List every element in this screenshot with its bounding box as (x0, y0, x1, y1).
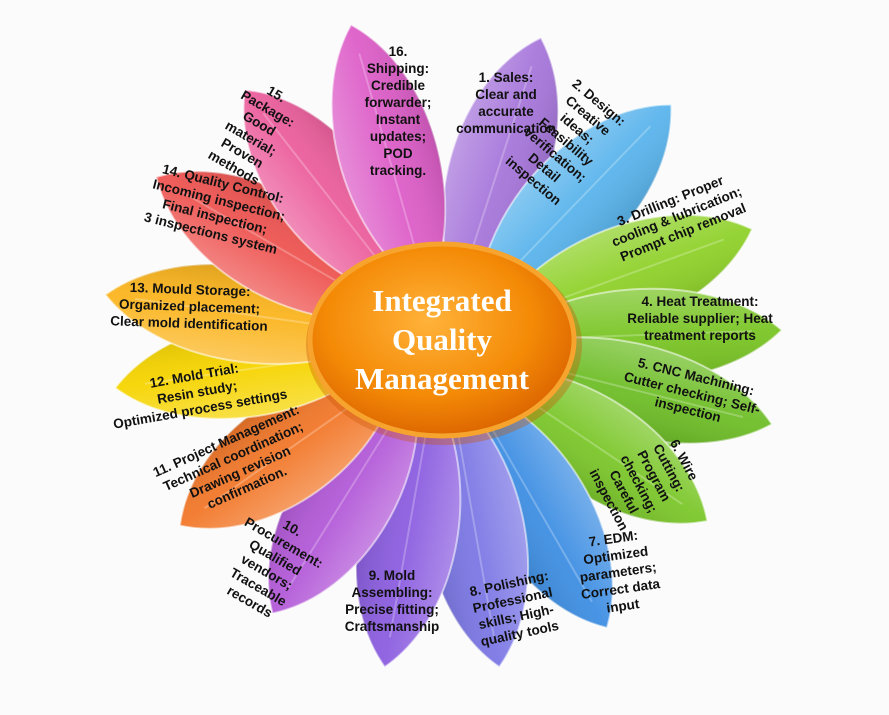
petal-label-line: Clear and (475, 87, 537, 102)
petal-label-line: Instant (376, 112, 421, 127)
petal-label-line: tracking. (370, 163, 426, 178)
petal-label-line: accurate (478, 104, 534, 119)
petal-shade-design (476, 104, 672, 307)
petal-label-line: Credible (371, 78, 426, 93)
petal-label-line: Craftsmanship (345, 619, 440, 634)
petal-label-line: 1. Sales: (479, 70, 534, 85)
petal-shade-edm (463, 385, 613, 628)
petal-label-line: Organized placement; (119, 297, 260, 317)
petal-label-line: communication (456, 121, 556, 136)
petal-label-sales: 1. Sales: Clear and accurate communication (456, 70, 556, 136)
petal-label-line: POD (383, 146, 413, 161)
petal-shade-project-management (179, 369, 402, 529)
petal-label-line: 16. (389, 44, 408, 59)
center-ellipse (307, 241, 577, 439)
center-disc: Integrated Quality Management (306, 241, 582, 445)
petal-label-line: Precise fitting; (345, 602, 439, 617)
petal-label-line: forwarder; (365, 95, 432, 110)
petal-shade-package (243, 89, 412, 303)
petal-label-line: Shipping: (367, 61, 429, 76)
petal-shipping (330, 23, 447, 296)
petal-label-line: Clear mold identification (110, 313, 268, 333)
center-title-line-3: Management (355, 361, 530, 396)
petal-shade-sales (442, 37, 559, 295)
center-title-line-1: Integrated (372, 283, 511, 318)
petal-label-line: Reliable supplier; Heat (627, 311, 773, 326)
petal-label-line: 9. Mold (369, 568, 416, 583)
petal-label-line: 7. EDM: (588, 528, 639, 550)
petal-vein-polishing (451, 400, 496, 638)
petal-label-line: treatment reports (644, 328, 756, 343)
petal-label-line: updates; (370, 129, 426, 144)
petal-label-edm: 7. EDM:Optimizedparameters;Correct datai… (573, 526, 664, 619)
petal-label-shipping: 16. Shipping: Credible forwarder; Instant upd… (365, 44, 432, 178)
petal-vein-mold-assembling (388, 400, 433, 638)
petal-label-line: Assembling: (351, 585, 432, 600)
petal-label-line: 4. Heat Treatment: (641, 294, 758, 309)
center-title-line-2: Quality (392, 322, 492, 357)
petal-label-polishing: 8. Polishing:Professionalskills; High-qu… (468, 568, 561, 649)
petal-shade-shipping (331, 24, 446, 294)
petal-label-line: input (605, 596, 640, 616)
petal-label-line: 13. Mould Storage: (130, 280, 251, 299)
petal-shade-procurement (268, 384, 418, 614)
petal-label-mould-storage: 13. Mould Storage:Organized placement;Cl… (110, 279, 269, 333)
petal-label-heat-treatment: 4. Heat Treatment: Reliable supplier; Hea… (627, 294, 773, 343)
